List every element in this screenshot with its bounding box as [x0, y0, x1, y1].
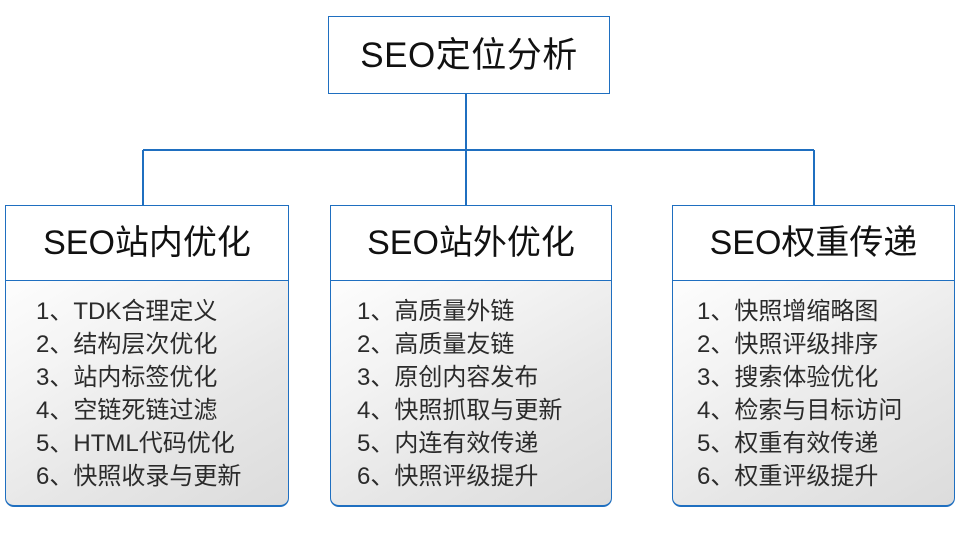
- list-item-label: 结构层次优化: [73, 331, 218, 358]
- list-item-label: 高质量外链: [394, 298, 515, 325]
- list-item-index: 3、: [357, 364, 395, 391]
- list-item-index: 6、: [36, 463, 74, 490]
- list-item-label: HTML代码优化: [73, 430, 235, 457]
- branch-header-2: SEO站外优化: [330, 205, 612, 281]
- branch-header-title-2: SEO站外优化: [367, 224, 575, 262]
- list-item: 6、权重评级提升: [697, 460, 954, 493]
- list-item-label: 内连有效传递: [394, 430, 539, 457]
- list-item: 4、快照抓取与更新: [357, 394, 611, 427]
- list-item: 5、HTML代码优化: [36, 427, 288, 460]
- list-item-index: 1、: [36, 298, 74, 325]
- branch-column-3: SEO权重传递 1、快照增缩略图 2、快照评级排序 3、搜索体验优化 4、检索与…: [672, 205, 955, 507]
- list-item-index: 2、: [357, 331, 395, 358]
- branch-body-2: 1、高质量外链 2、高质量友链 3、原创内容发布 4、快照抓取与更新 5、内连有…: [330, 281, 612, 507]
- list-item-index: 4、: [697, 397, 735, 424]
- list-item-label: 权重评级提升: [734, 463, 879, 490]
- branch-list-2: 1、高质量外链 2、高质量友链 3、原创内容发布 4、快照抓取与更新 5、内连有…: [331, 295, 611, 493]
- list-item-label: 原创内容发布: [394, 364, 539, 391]
- list-item: 3、站内标签优化: [36, 361, 288, 394]
- list-item-index: 5、: [357, 430, 395, 457]
- list-item: 4、检索与目标访问: [697, 394, 954, 427]
- branch-column-2: SEO站外优化 1、高质量外链 2、高质量友链 3、原创内容发布 4、快照抓取与…: [330, 205, 612, 507]
- branch-column-1: SEO站内优化 1、TDK合理定义 2、结构层次优化 3、站内标签优化 4、空链…: [5, 205, 289, 507]
- root-node: SEO定位分析: [328, 16, 610, 94]
- list-item-label: 空链死链过滤: [73, 397, 218, 424]
- list-item-index: 6、: [697, 463, 735, 490]
- list-item: 3、原创内容发布: [357, 361, 611, 394]
- root-node-title: SEO定位分析: [360, 35, 578, 75]
- branch-header-title-3: SEO权重传递: [709, 224, 918, 262]
- list-item-index: 4、: [357, 397, 395, 424]
- list-item: 6、快照收录与更新: [36, 460, 288, 493]
- list-item-label: 快照评级提升: [394, 463, 539, 490]
- list-item-index: 5、: [697, 430, 735, 457]
- list-item-label: 检索与目标访问: [734, 397, 903, 424]
- list-item-label: 快照收录与更新: [73, 463, 242, 490]
- list-item: 6、快照评级提升: [357, 460, 611, 493]
- list-item: 2、高质量友链: [357, 328, 611, 361]
- list-item-index: 2、: [697, 331, 735, 358]
- branch-header-title-1: SEO站内优化: [43, 224, 251, 262]
- list-item: 4、空链死链过滤: [36, 394, 288, 427]
- list-item-label: 站内标签优化: [73, 364, 218, 391]
- branch-list-1: 1、TDK合理定义 2、结构层次优化 3、站内标签优化 4、空链死链过滤 5、H…: [6, 295, 288, 493]
- list-item: 5、内连有效传递: [357, 427, 611, 460]
- list-item-label: TDK合理定义: [73, 298, 218, 325]
- branch-header-3: SEO权重传递: [672, 205, 955, 281]
- branch-list-3: 1、快照增缩略图 2、快照评级排序 3、搜索体验优化 4、检索与目标访问 5、权…: [673, 295, 954, 493]
- branch-header-1: SEO站内优化: [5, 205, 289, 281]
- list-item: 1、高质量外链: [357, 295, 611, 328]
- list-item: 2、快照评级排序: [697, 328, 954, 361]
- list-item-index: 2、: [36, 331, 74, 358]
- list-item-label: 权重有效传递: [734, 430, 879, 457]
- branch-body-1: 1、TDK合理定义 2、结构层次优化 3、站内标签优化 4、空链死链过滤 5、H…: [5, 281, 289, 507]
- list-item-index: 6、: [357, 463, 395, 490]
- list-item: 5、权重有效传递: [697, 427, 954, 460]
- list-item: 1、TDK合理定义: [36, 295, 288, 328]
- list-item-index: 5、: [36, 430, 74, 457]
- list-item-label: 快照抓取与更新: [394, 397, 563, 424]
- list-item-label: 搜索体验优化: [734, 364, 879, 391]
- list-item: 1、快照增缩略图: [697, 295, 954, 328]
- list-item: 3、搜索体验优化: [697, 361, 954, 394]
- list-item-label: 快照增缩略图: [734, 298, 879, 325]
- list-item-label: 高质量友链: [394, 331, 515, 358]
- list-item-index: 3、: [36, 364, 74, 391]
- list-item: 2、结构层次优化: [36, 328, 288, 361]
- list-item-label: 快照评级排序: [734, 331, 879, 358]
- list-item-index: 1、: [357, 298, 395, 325]
- list-item-index: 4、: [36, 397, 74, 424]
- branch-body-3: 1、快照增缩略图 2、快照评级排序 3、搜索体验优化 4、检索与目标访问 5、权…: [672, 281, 955, 507]
- list-item-index: 3、: [697, 364, 735, 391]
- list-item-index: 1、: [697, 298, 735, 325]
